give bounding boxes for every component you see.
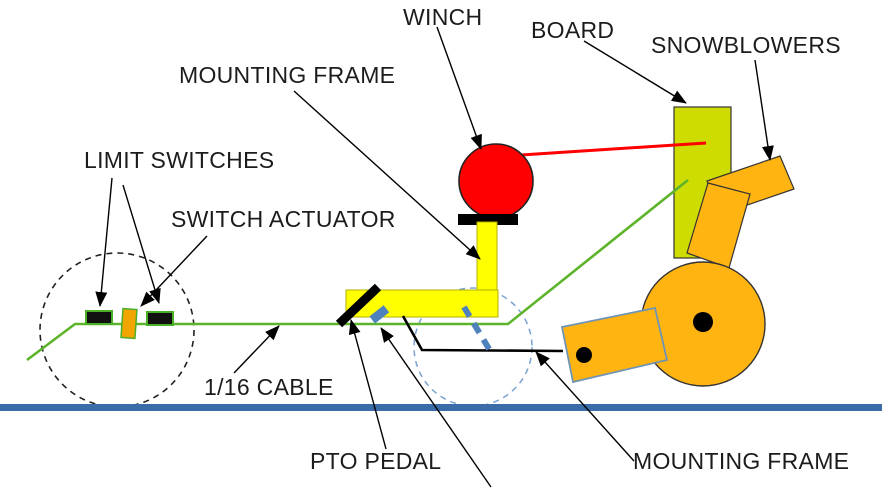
cable-leader xyxy=(233,325,280,374)
switch-actuator-shape xyxy=(120,307,138,340)
limit-switch-left-leader xyxy=(95,177,113,307)
linkage-cable-line xyxy=(401,315,564,353)
limit-switch-right xyxy=(146,311,174,326)
snowblowers-leader xyxy=(754,59,774,161)
winch-rope-line xyxy=(520,141,707,157)
cable-label: 1/16 CABLE xyxy=(204,374,334,400)
mounting-frame-top-label: MOUNTING FRAME xyxy=(179,62,396,88)
winch-label: WINCH xyxy=(403,4,483,30)
mounting-frame-bottom-leader xyxy=(535,351,635,462)
ground-line xyxy=(0,404,882,411)
board-label: BOARD xyxy=(531,17,615,43)
winch-base-bar xyxy=(458,214,518,225)
limit-switch-right-leader xyxy=(122,184,161,304)
housing-pivot-dot xyxy=(693,312,713,332)
mounting-frame-vertical xyxy=(476,221,498,293)
leader-lines xyxy=(95,26,774,488)
board-leader xyxy=(583,40,687,104)
mounting-frame-bottom-label: MOUNTING FRAME xyxy=(633,448,850,474)
mounting-frame-top-leader xyxy=(293,90,481,260)
mounting-frame-arm xyxy=(560,306,669,384)
snowblowers-label: SNOWBLOWERS xyxy=(651,32,841,58)
switch-actuator-label: SWITCH ACTUATOR xyxy=(171,206,396,232)
limit-switch-detail-circle xyxy=(39,252,195,408)
cable-line xyxy=(26,178,689,362)
pedal-link-leader xyxy=(380,327,492,488)
arm-pivot-dot xyxy=(576,347,592,363)
pedal-link-block xyxy=(369,305,390,324)
pto-pedal-label: PTO PEDAL xyxy=(310,448,442,474)
pto-pedal-shape xyxy=(335,283,382,328)
limit-switches-label: LIMIT SWITCHES xyxy=(84,147,275,173)
switch-actuator-leader xyxy=(140,235,208,307)
linkage-dashed-blue xyxy=(461,305,495,356)
winch-leader xyxy=(436,26,482,150)
winch-shape xyxy=(458,143,534,219)
pto-pedal-leader xyxy=(348,319,387,450)
limit-switch-left xyxy=(85,310,113,325)
